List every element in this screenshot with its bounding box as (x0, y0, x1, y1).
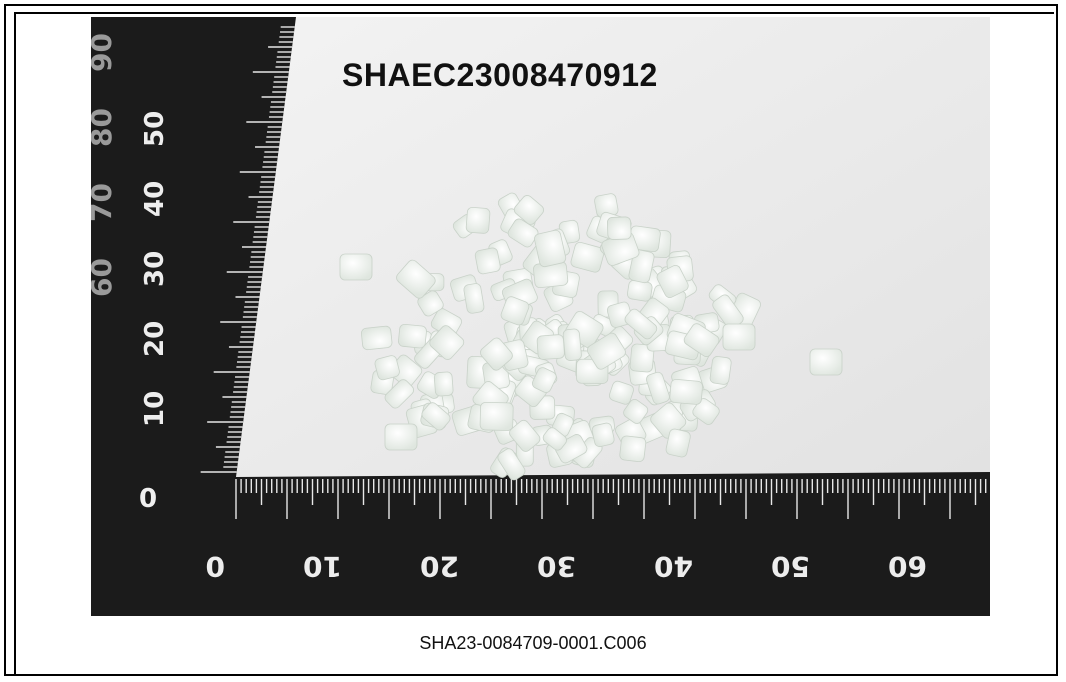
ruler-number: 20 (420, 550, 459, 583)
ruler-number: 40 (140, 181, 170, 217)
sample-id-label: SHAEC23008470912 (342, 57, 658, 93)
vertical-ruler-inner-numbers: 60 70 80 90 (91, 33, 118, 297)
ruler-corner-number: 0 (139, 484, 157, 514)
vertical-ruler-numbers: 10 20 30 40 50 (140, 111, 170, 427)
ruler-number: 40 (654, 550, 693, 583)
ruler-number-faded: 90 (91, 33, 118, 72)
inner-frame-left (14, 12, 16, 676)
ruler-number: 0 (206, 550, 225, 583)
ruler-number: 30 (537, 550, 576, 583)
ruler-number: 20 (140, 321, 170, 357)
ruler-number-faded: 70 (91, 183, 118, 222)
image-caption: SHA23-0084709-0001.C006 (419, 633, 647, 653)
horizontal-ruler-ticks (235, 479, 987, 519)
inner-frame-top (14, 12, 1054, 14)
vertical-ruler-ticks (200, 26, 295, 473)
ruler-number: 10 (140, 391, 170, 427)
ruler-number: 30 (140, 251, 170, 287)
ruler-number: 60 (888, 550, 927, 583)
horizontal-ruler-numbers: 0 10 20 30 40 50 60 (206, 550, 927, 583)
sample-photo: 10 20 30 40 50 60 70 80 90 0 10 20 30 40 50 60 0 SHAE… (91, 17, 990, 616)
ruler-number-faded: 80 (91, 108, 118, 147)
ruler-number: 50 (140, 111, 170, 147)
pellet-sample-photo: 10 20 30 40 50 60 70 80 90 0 10 20 30 40 50 60 0 (91, 17, 990, 616)
ruler-number: 50 (771, 550, 810, 583)
ruler-number-faded: 60 (91, 258, 118, 297)
ruler-number: 10 (303, 550, 342, 583)
plastic-pellets (339, 192, 843, 481)
